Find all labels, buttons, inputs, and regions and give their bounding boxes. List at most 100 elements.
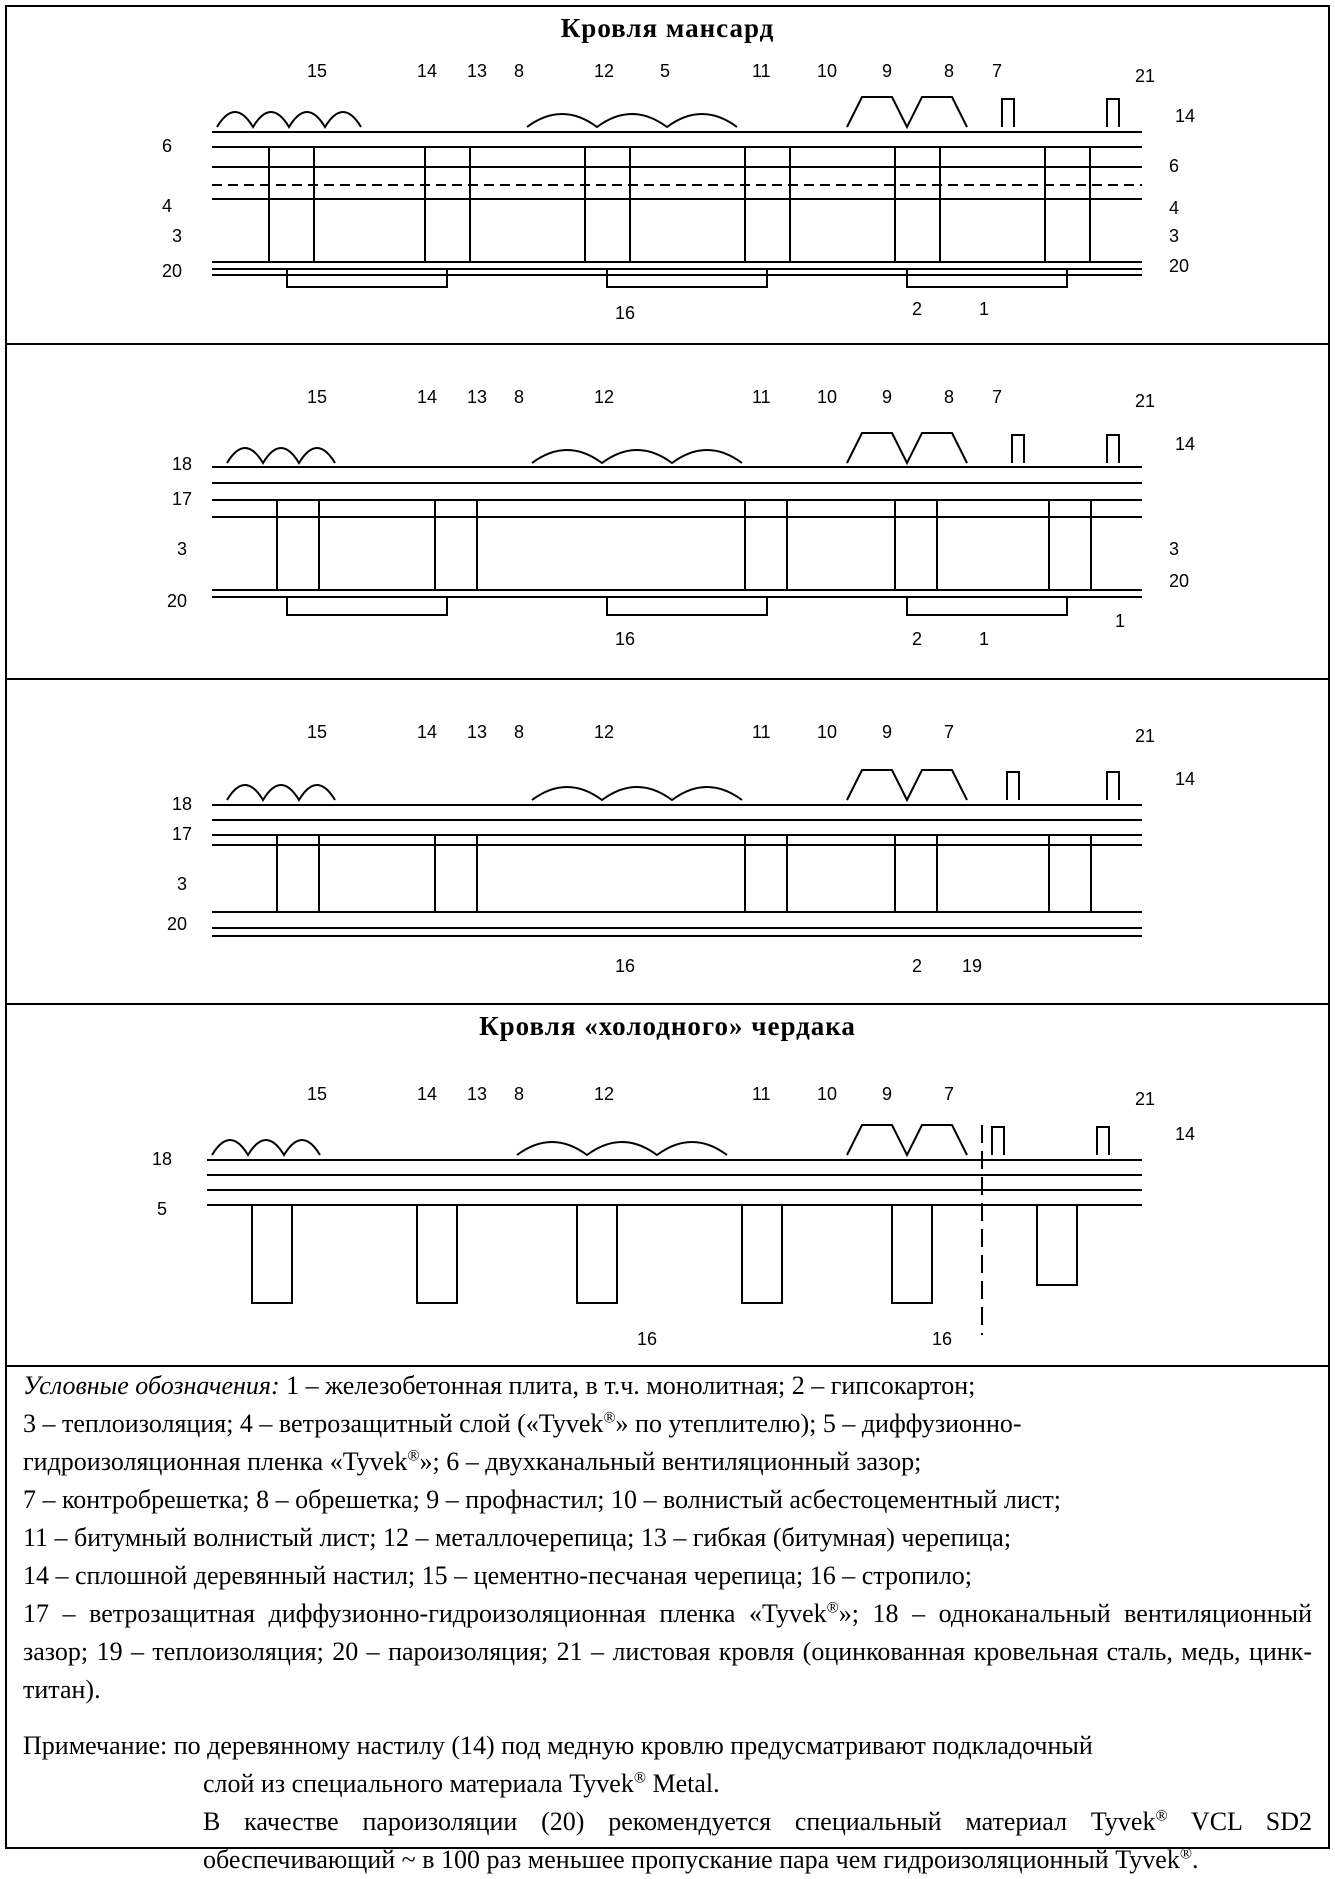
callout-label: 11 (752, 722, 771, 742)
callout-label: 9 (882, 387, 892, 407)
legend-line: гидроизоляционная пленка «Tyvek®»; 6 – д… (23, 1447, 922, 1476)
callout-label: 10 (817, 722, 837, 742)
note-line: Примечание: по деревянному настилу (14) … (23, 1731, 1093, 1760)
callout-label: 16 (615, 956, 635, 976)
callout-label: 12 (594, 1084, 614, 1104)
callout-label: 10 (817, 1084, 837, 1104)
callout-label: 14 (417, 61, 437, 81)
callout-label: 14 (417, 722, 437, 742)
callout-label: 1 (979, 299, 989, 319)
callout-label: 18 (172, 794, 192, 814)
callout-label: 14 (1175, 1124, 1195, 1144)
callout-label: 11 (752, 1084, 771, 1104)
callout-label: 7 (992, 61, 1002, 81)
callout-label: 8 (514, 1084, 524, 1104)
callout-label: 7 (944, 722, 954, 742)
roof-section-diagram: 15 14 13 8 12 11 10 9 8 7 21 14 18 17 3 … (167, 387, 1195, 649)
callout-label: 6 (162, 136, 172, 156)
callout-label: 15 (307, 61, 327, 81)
callout-label: 9 (882, 1084, 892, 1104)
callout-label: 6 (1169, 156, 1179, 176)
callout-label: 3 (1169, 539, 1179, 559)
callout-label: 13 (467, 722, 487, 742)
callout-label: 12 (594, 61, 614, 81)
callout-label: 8 (944, 61, 954, 81)
note-label: Примечание: (23, 1731, 168, 1760)
note-line: В качестве пароизоляции (20) рекомендует… (203, 1807, 1312, 1874)
legend-line: Условные обозначения: 1 – железобетонная… (23, 1371, 976, 1400)
legend-line: 7 – контробрешетка; 8 – обрешетка; 9 – п… (23, 1485, 1061, 1514)
callout-label: 20 (167, 914, 187, 934)
panel-title: Кровля мансард (560, 13, 775, 43)
callout-label: 17 (172, 824, 192, 844)
callout-label: 17 (172, 489, 192, 509)
callout-label: 16 (637, 1329, 657, 1349)
callout-label: 2 (912, 956, 922, 976)
callout-label: 8 (514, 61, 524, 81)
callout-label: 20 (162, 261, 182, 281)
callout-label: 3 (177, 539, 187, 559)
callout-label: 3 (177, 874, 187, 894)
callout-label: 15 (307, 1084, 327, 1104)
callout-label: 20 (1169, 571, 1189, 591)
callout-label: 20 (1169, 256, 1189, 276)
legend-line: 14 – сплошной деревянный настил; 15 – це… (23, 1561, 973, 1590)
callout-label: 10 (817, 387, 837, 407)
callout-label: 21 (1135, 726, 1155, 746)
callout-label: 8 (944, 387, 954, 407)
panel-mansard-2: 15 14 13 8 12 11 10 9 8 7 21 14 18 17 3 … (7, 345, 1328, 680)
legend-lead: Условные обозначения: (23, 1371, 280, 1400)
callout-label: 4 (1169, 198, 1179, 218)
note-line: слой из специального материала Tyvek® Me… (203, 1769, 720, 1798)
callout-label: 5 (157, 1199, 167, 1219)
callout-label: 13 (467, 387, 487, 407)
callout-label: 2 (912, 299, 922, 319)
callout-label: 14 (417, 387, 437, 407)
callout-label: 13 (467, 61, 487, 81)
callout-label: 15 (307, 387, 327, 407)
callout-label: 21 (1135, 1089, 1155, 1109)
callout-label: 21 (1135, 66, 1155, 86)
legend-line: 17 – ветрозащитная диффузионно-гидроизол… (23, 1599, 1312, 1704)
callout-label: 12 (594, 387, 614, 407)
roof-section-diagram: 15 14 13 8 12 11 10 9 7 21 14 18 5 16 16 (152, 1084, 1195, 1349)
callout-label: 16 (615, 303, 635, 323)
callout-label: 10 (817, 61, 837, 81)
legend-line: 11 – битумный волнистый лист; 12 – метал… (23, 1523, 1012, 1552)
callout-label: 7 (944, 1084, 954, 1104)
callout-label: 3 (172, 226, 182, 246)
roof-section-diagram: 15 14 13 8 12 5 11 10 9 8 7 21 14 6 6 4 … (162, 61, 1195, 323)
panel-title: Кровля «холодного» чердака (479, 1011, 856, 1041)
panel-mansard-3: 15 14 13 8 12 11 10 9 7 21 14 18 17 3 20… (7, 680, 1328, 1005)
callout-label: 14 (1175, 106, 1195, 126)
roof-section-diagram: 15 14 13 8 12 11 10 9 7 21 14 18 17 3 20… (167, 722, 1195, 976)
callout-label: 14 (417, 1084, 437, 1104)
callout-label: 15 (307, 722, 327, 742)
callout-label: 14 (1175, 769, 1195, 789)
callout-label: 8 (514, 722, 524, 742)
panel-cold-attic: Кровля «холодного» чердака 15 (7, 1005, 1328, 1367)
callout-label: 19 (962, 956, 982, 976)
callout-label: 2 (912, 629, 922, 649)
callout-label: 4 (162, 196, 172, 216)
panel-mansard: Кровля мансард (7, 7, 1328, 345)
callout-label: 11 (752, 387, 771, 407)
callout-label: 20 (167, 591, 187, 611)
callout-label: 14 (1175, 434, 1195, 454)
callout-label: 16 (615, 629, 635, 649)
callout-label: 12 (594, 722, 614, 742)
callout-label: 7 (992, 387, 1002, 407)
callout-label: 18 (152, 1149, 172, 1169)
callout-label: 8 (514, 387, 524, 407)
callout-label: 11 (752, 61, 771, 81)
callout-label: 13 (467, 1084, 487, 1104)
callout-label: 18 (172, 454, 192, 474)
callout-label: 9 (882, 61, 892, 81)
callout-label: 1 (979, 629, 989, 649)
document-frame: Кровля мансард (5, 5, 1330, 1874)
legend-block: Условные обозначения: 1 – железобетонная… (7, 1367, 1328, 1874)
callout-label: 1 (1115, 611, 1125, 631)
callout-label: 16 (932, 1329, 952, 1349)
callout-label: 21 (1135, 391, 1155, 411)
callout-label: 5 (660, 61, 670, 81)
